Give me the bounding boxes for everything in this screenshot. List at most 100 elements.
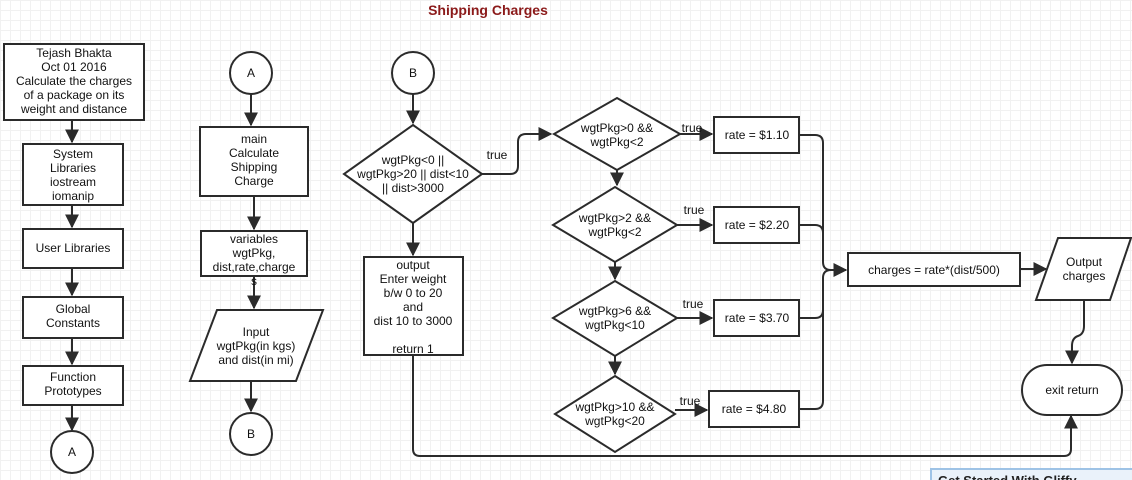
output-charges-parallelogram[interactable] bbox=[1034, 237, 1132, 301]
text-line: dist 10 to 3000 bbox=[374, 314, 453, 328]
text-line: wgtPkg>6 && bbox=[578, 304, 651, 318]
rate-4-text: rate = $4.80 bbox=[722, 402, 787, 416]
edges bbox=[65, 94, 1085, 457]
text-line: wgtPkg<2 bbox=[589, 135, 643, 149]
input-parallelogram[interactable] bbox=[188, 309, 325, 382]
text-line: Output bbox=[1066, 255, 1103, 269]
text-line: Prototypes bbox=[44, 384, 101, 398]
text-line: iomanip bbox=[52, 189, 94, 203]
connector-b-top[interactable] bbox=[391, 51, 435, 95]
connector-a-top-text: A bbox=[247, 66, 255, 80]
text-line: || dist>3000 bbox=[382, 181, 444, 195]
rate-1-box[interactable] bbox=[713, 116, 800, 154]
text-line: System bbox=[53, 147, 93, 161]
text-line: wgtPkg<20 bbox=[584, 414, 645, 428]
exit-return-terminal[interactable] bbox=[1021, 364, 1123, 416]
text-line: variables bbox=[230, 232, 278, 246]
validate-decision[interactable] bbox=[342, 123, 484, 225]
text-line: wgtPkg>2 && bbox=[578, 211, 651, 225]
text-line: b/w 0 to 20 bbox=[384, 286, 443, 300]
edge-rate2-to-charges bbox=[799, 224, 824, 262]
text-line: s bbox=[251, 274, 257, 288]
rate-3-box[interactable] bbox=[713, 299, 800, 337]
edge-rate3-to-charges bbox=[799, 278, 824, 319]
text-line: wgtPkg(in kgs) bbox=[216, 339, 296, 353]
edge-rate4-to-charges bbox=[799, 269, 832, 410]
text-line: charges = rate*(dist/500) bbox=[868, 263, 1000, 277]
text-line: User Libraries bbox=[36, 241, 111, 255]
text-line: wgtPkg>0 && bbox=[580, 121, 653, 135]
connector-b-top-text: B bbox=[409, 66, 417, 80]
text-line: charges bbox=[1063, 269, 1106, 283]
text-line bbox=[411, 328, 414, 342]
text-line: Shipping bbox=[231, 160, 278, 174]
text-line: rate = $4.80 bbox=[722, 402, 787, 416]
text-line: wgtPkg<0 || bbox=[381, 153, 445, 167]
rate-4-box[interactable] bbox=[708, 390, 800, 428]
text-line: A bbox=[68, 445, 76, 459]
connector-a-bottom-text: A bbox=[68, 445, 76, 459]
condition-4-decision[interactable] bbox=[553, 374, 677, 454]
system-libraries-box[interactable] bbox=[22, 143, 124, 206]
connector-a-top[interactable] bbox=[229, 51, 273, 95]
main-box[interactable] bbox=[199, 126, 309, 197]
text-line: wgtPkg>20 || dist<10 bbox=[356, 167, 469, 181]
label-cond3-true: true bbox=[683, 297, 704, 311]
condition-1-decision[interactable] bbox=[551, 96, 683, 172]
function-prototypes-box[interactable] bbox=[22, 365, 124, 406]
edge-validate-true-to-cond1 bbox=[482, 127, 553, 175]
label-cond2-true: true bbox=[684, 203, 705, 217]
text-line: of a package on its bbox=[24, 88, 125, 102]
connector-a-bottom[interactable] bbox=[50, 430, 94, 474]
condition-4-text: wgtPkg>10 &&wgtPkg<20 bbox=[574, 400, 654, 428]
global-constants-box[interactable] bbox=[22, 296, 124, 339]
user-libraries-box[interactable] bbox=[22, 228, 124, 269]
text-line: Charge bbox=[234, 174, 274, 188]
text-line: Tejash Bhakta bbox=[36, 46, 112, 60]
variables-box[interactable] bbox=[200, 230, 308, 277]
author-box[interactable] bbox=[3, 43, 145, 121]
text-line: rate = $1.10 bbox=[725, 128, 790, 142]
rate-1-text: rate = $1.10 bbox=[725, 128, 790, 142]
text-line: wgtPkg<2 bbox=[587, 225, 641, 239]
text-line: rate = $2.20 bbox=[725, 218, 790, 232]
text-line: return 1 bbox=[392, 342, 434, 356]
text-line: A bbox=[247, 66, 255, 80]
text-line: Global bbox=[56, 302, 91, 316]
error-output-box[interactable] bbox=[363, 256, 464, 356]
edge-error-to-exit bbox=[412, 355, 1078, 457]
text-line: wgtPkg>10 && bbox=[574, 400, 654, 414]
text-line: B bbox=[247, 427, 255, 441]
condition-2-decision[interactable] bbox=[551, 185, 679, 264]
text-line: iostream bbox=[50, 175, 96, 189]
rate-2-text: rate = $2.20 bbox=[725, 218, 790, 232]
text-line: rate = $3.70 bbox=[725, 311, 790, 325]
label-cond1-true: true bbox=[682, 121, 703, 135]
label-validate-true: true bbox=[487, 148, 508, 162]
text-line: Function bbox=[50, 370, 96, 384]
condition-3-decision[interactable] bbox=[551, 279, 679, 358]
text-line: output bbox=[396, 258, 430, 272]
text-line: Calculate the charges bbox=[16, 74, 132, 88]
text-line: exit return bbox=[1045, 383, 1098, 397]
gliffy-banner[interactable]: Get Started With Gliffy bbox=[930, 468, 1132, 480]
charges-box[interactable] bbox=[847, 252, 1021, 287]
condition-3-text: wgtPkg>6 &&wgtPkg<10 bbox=[578, 304, 651, 332]
condition-2-text: wgtPkg>2 &&wgtPkg<2 bbox=[578, 211, 651, 239]
text-line: B bbox=[409, 66, 417, 80]
text-line: wgtPkg<10 bbox=[584, 318, 645, 332]
text-line: Oct 01 2016 bbox=[41, 60, 107, 74]
connector-b-bottom[interactable] bbox=[229, 412, 273, 456]
rate-2-box[interactable] bbox=[713, 206, 800, 244]
text-line: and dist(in mi) bbox=[218, 353, 293, 367]
condition-1-text: wgtPkg>0 &&wgtPkg<2 bbox=[580, 121, 653, 149]
text-line: Constants bbox=[46, 316, 100, 330]
text-line: Enter weight bbox=[380, 272, 447, 286]
text-line: Libraries bbox=[50, 161, 96, 175]
